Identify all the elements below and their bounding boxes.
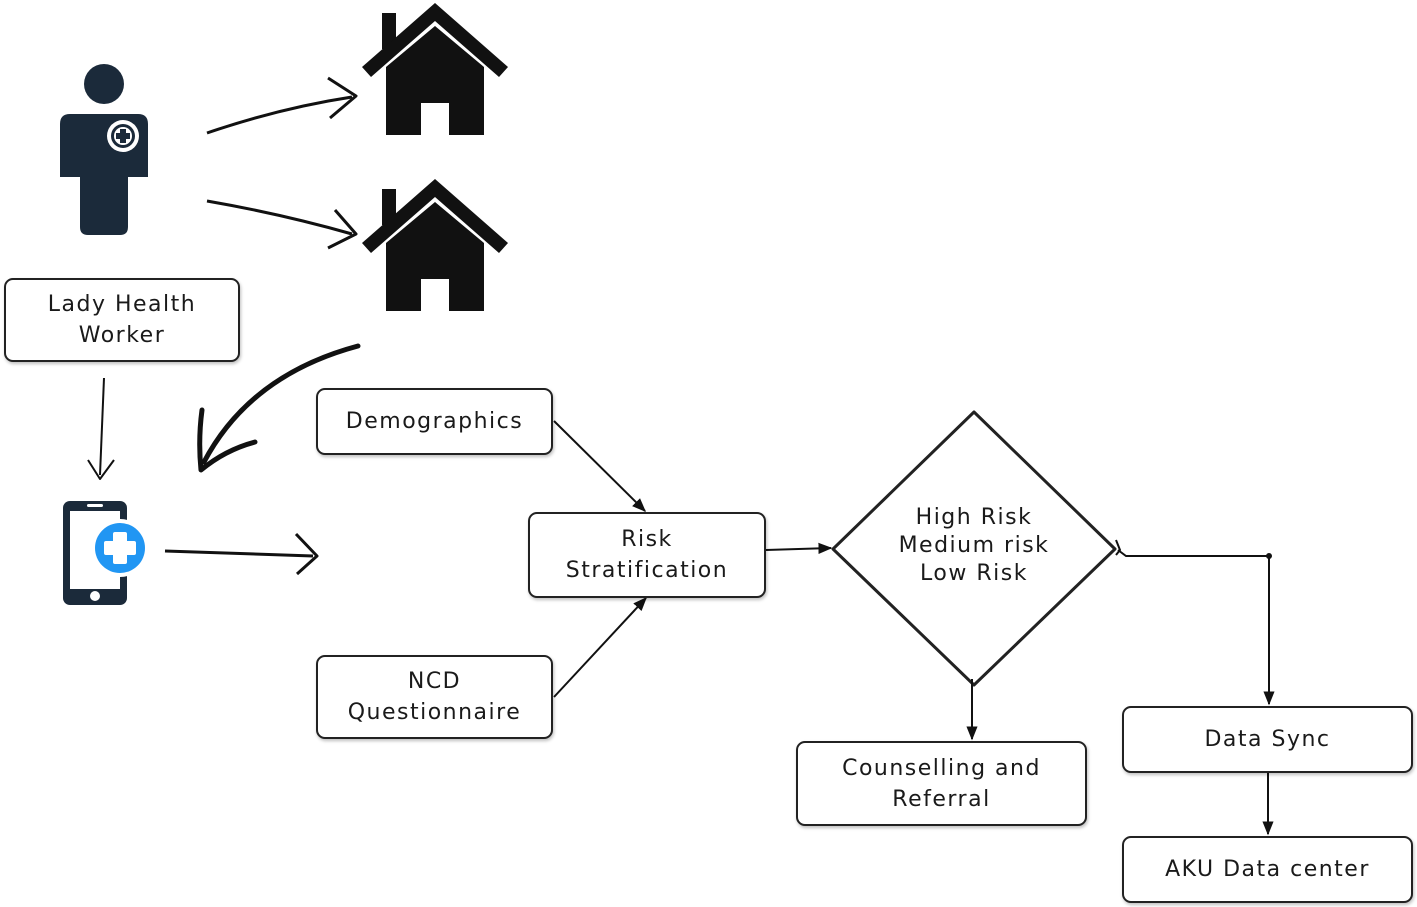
risk-level-decision bbox=[831, 410, 1117, 687]
risk-stratification-box: Risk Stratification bbox=[528, 512, 766, 598]
curved-arrowhead bbox=[197, 407, 258, 473]
edge-questionnaire-to-risk bbox=[553, 596, 647, 698]
risk-level-low: Low Risk bbox=[920, 561, 1028, 586]
ncd-questionnaire-line-2: Questionnaire bbox=[347, 700, 522, 725]
edge-demographics-to-risk bbox=[553, 420, 646, 512]
arrow-phone-to-inputs bbox=[164, 549, 314, 558]
risk-level-labels: High Risk Medium risk Low Risk bbox=[872, 504, 1076, 588]
arrowhead-phone-down bbox=[87, 459, 115, 480]
arrow-worker-to-phone bbox=[99, 377, 105, 476]
risk-level-medium: Medium risk bbox=[898, 533, 1050, 558]
counselling-referral-line-1: Counselling and bbox=[842, 755, 1041, 781]
ncd-questionnaire-box: NCD Questionnaire bbox=[316, 655, 553, 739]
demographics-box: Demographics bbox=[316, 388, 553, 455]
data-sync-label: Data Sync bbox=[1204, 727, 1331, 752]
arrowhead-house-2 bbox=[327, 209, 358, 250]
risk-stratification-line-1: Risk bbox=[621, 527, 673, 552]
lady-health-worker-line-2: Worker bbox=[78, 323, 166, 348]
edge-risk-to-decision bbox=[765, 542, 833, 554]
ncd-questionnaire-line-1: NCD bbox=[407, 669, 462, 694]
counselling-referral-box: Counselling and Referral bbox=[796, 741, 1087, 826]
edge-decision-to-sync bbox=[1117, 549, 1275, 706]
lady-health-worker-box: Lady Health Worker bbox=[4, 278, 240, 362]
arrow-worker-to-house-2 bbox=[206, 199, 353, 236]
curved-arrow-house-to-phone bbox=[201, 343, 361, 465]
aku-data-center-label: AKU Data center bbox=[1165, 857, 1370, 882]
health-worker-icon bbox=[60, 64, 148, 235]
counselling-referral-line-2: Referral bbox=[892, 786, 991, 812]
mobile-health-app-icon bbox=[63, 501, 149, 605]
data-sync-box: Data Sync bbox=[1122, 706, 1413, 773]
risk-stratification-line-2: Stratification bbox=[565, 558, 729, 583]
aku-data-center-box: AKU Data center bbox=[1122, 836, 1413, 903]
arrow-worker-to-house-1 bbox=[206, 95, 353, 135]
arrowhead-house-1 bbox=[327, 76, 358, 120]
demographics-label: Demographics bbox=[345, 409, 524, 434]
house-icon bbox=[362, 179, 508, 311]
lady-health-worker-line-1: Lady Health bbox=[47, 292, 197, 317]
house-icon bbox=[362, 3, 508, 135]
risk-level-high: High Risk bbox=[915, 505, 1033, 530]
arrowhead-phone-right bbox=[294, 532, 319, 576]
